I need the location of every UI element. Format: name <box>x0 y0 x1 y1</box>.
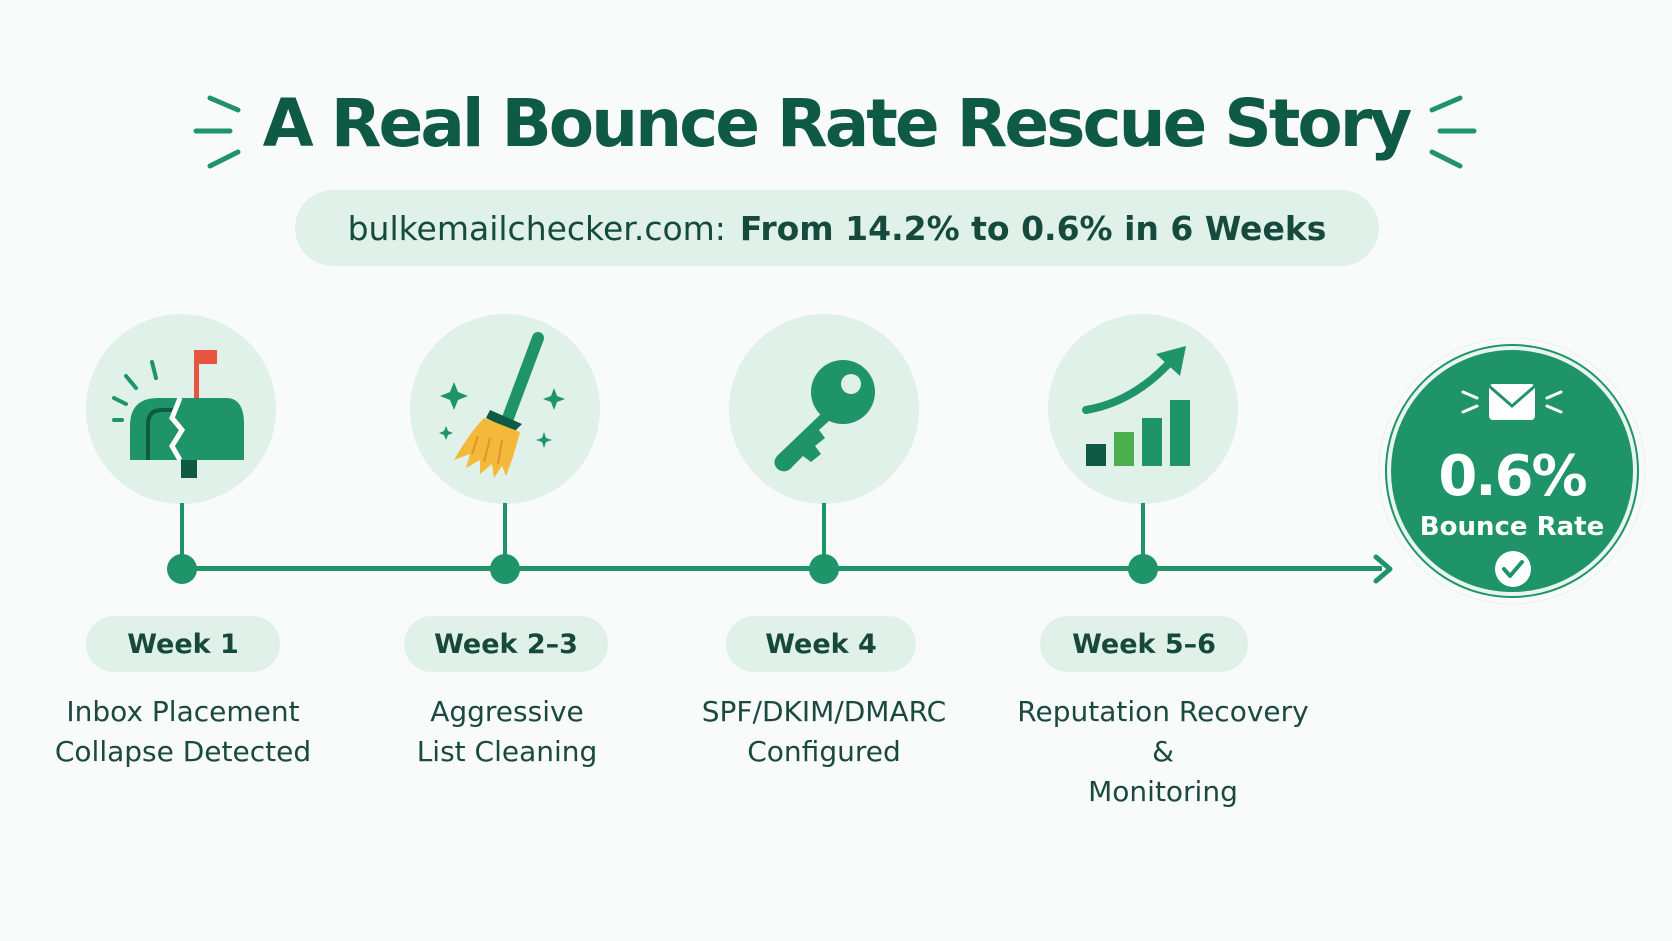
step-1-connector <box>180 503 184 557</box>
subtitle-pill: bulkemailchecker.com: From 14.2% to 0.6%… <box>295 190 1379 266</box>
step-1-desc-line2: Collapse Detected <box>54 735 312 768</box>
subtitle-domain: bulkemailchecker.com: <box>347 208 726 248</box>
step-3-icon-circle <box>729 314 919 504</box>
key-icon <box>774 360 875 472</box>
step-2-week-badge: Week 2–3 <box>404 616 608 672</box>
envelope-icon <box>1461 384 1563 420</box>
result-badge-ring <box>1387 346 1637 596</box>
step-2-description: Aggressive List Cleaning <box>347 692 667 772</box>
page-title: A Real Bounce Rate Rescue Story <box>262 85 1413 162</box>
step-4-connector <box>1141 503 1145 557</box>
check-icon <box>1495 551 1531 587</box>
step-4-icon-circle <box>1048 314 1238 504</box>
left-burst-icon <box>193 95 241 169</box>
growth-chart-icon <box>1082 346 1190 466</box>
broom-icon <box>439 332 565 478</box>
step-1-week-badge: Week 1 <box>86 616 280 672</box>
step-3-desc-line2: Configured <box>747 735 901 768</box>
step-1-description: Inbox Placement Collapse Detected <box>23 692 343 772</box>
result-label: Bounce Rate <box>1419 512 1605 542</box>
step-3-description: SPF/DKIM/DMARC Configured <box>664 692 984 772</box>
result-badge: 0.6% Bounce Rate <box>1379 338 1645 604</box>
step-2-icon-circle <box>410 314 600 504</box>
step-1-dot <box>167 554 197 584</box>
step-2-connector <box>503 503 507 557</box>
step-4-desc-line1: Reputation Recovery & <box>1017 695 1309 768</box>
step-2-dot <box>490 554 520 584</box>
step-3-dot <box>809 554 839 584</box>
right-burst-icon <box>1429 95 1477 169</box>
subtitle-tagline: From 14.2% to 0.6% in 6 Weeks <box>739 208 1327 248</box>
step-4-dot <box>1128 554 1158 584</box>
step-1-icon-circle <box>86 314 276 504</box>
timeline-arrowhead-icon <box>1373 554 1393 584</box>
broken-mailbox-icon <box>112 350 244 478</box>
step-2-desc-line2: List Cleaning <box>416 735 598 768</box>
step-4-desc-line2: Monitoring <box>1088 775 1238 808</box>
timeline-line <box>182 566 1382 571</box>
step-2-desc-line1: Aggressive <box>430 695 584 728</box>
step-3-desc-line1: SPF/DKIM/DMARC <box>701 695 947 728</box>
step-1-desc-line1: Inbox Placement <box>66 695 300 728</box>
result-value: 0.6% <box>1438 444 1587 509</box>
step-4-description: Reputation Recovery & Monitoring <box>1003 692 1323 812</box>
step-4-week-badge: Week 5–6 <box>1040 616 1248 672</box>
step-3-connector <box>822 503 826 557</box>
step-3-week-badge: Week 4 <box>726 616 916 672</box>
